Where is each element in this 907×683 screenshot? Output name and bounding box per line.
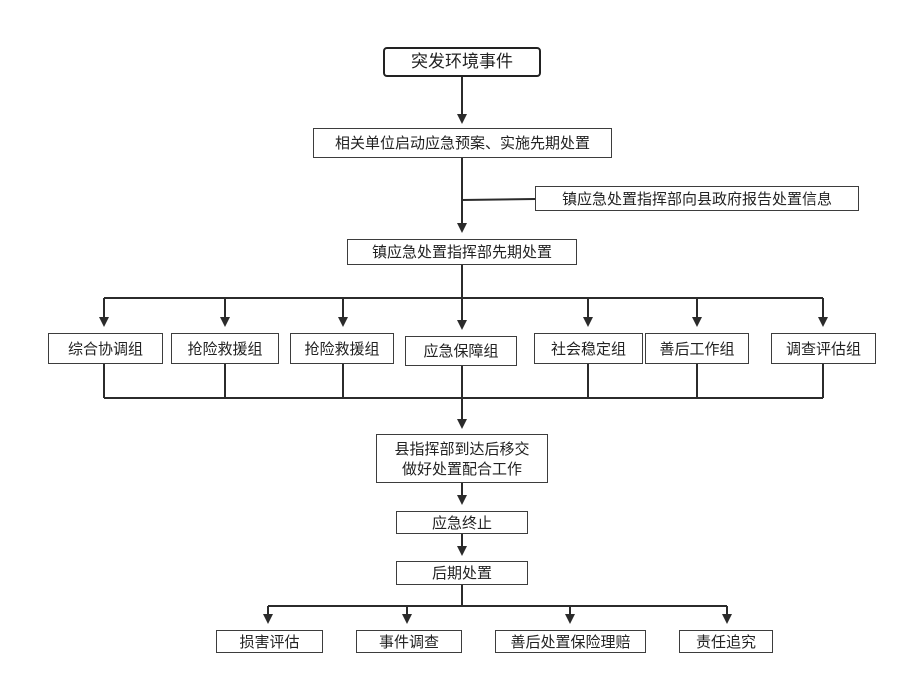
group-box-3: 抢险救援组 [290, 333, 394, 364]
report-to-county-box: 镇应急处置指挥部向县政府报告处置信息 [535, 186, 859, 211]
root-event-box: 突发环境事件 [383, 47, 541, 77]
aftermath-box: 后期处置 [396, 561, 528, 585]
group-box-1: 综合协调组 [48, 333, 163, 364]
town-command-box: 镇应急处置指挥部先期处置 [347, 239, 577, 265]
group-box-2: 抢险救援组 [171, 333, 279, 364]
termination-box: 应急终止 [396, 511, 528, 534]
start-response-box: 相关单位启动应急预案、实施先期处置 [313, 128, 612, 158]
final-box-2: 事件调查 [356, 630, 462, 653]
connector-report-branch [461, 198, 536, 201]
handover-box: 县指挥部到达后移交 做好处置配合工作 [376, 434, 548, 483]
handover-line-2: 做好处置配合工作 [401, 459, 522, 478]
group-box-5: 社会稳定组 [534, 333, 643, 364]
group-box-7: 调查评估组 [771, 333, 876, 364]
final-box-4: 责任追究 [679, 630, 773, 653]
group-box-6: 善后工作组 [645, 333, 749, 364]
final-box-1: 损害评估 [216, 630, 323, 653]
handover-line-1: 县指挥部到达后移交 [394, 439, 530, 458]
final-box-3: 善后处置保险理赔 [495, 630, 646, 653]
group-box-4: 应急保障组 [405, 336, 517, 366]
